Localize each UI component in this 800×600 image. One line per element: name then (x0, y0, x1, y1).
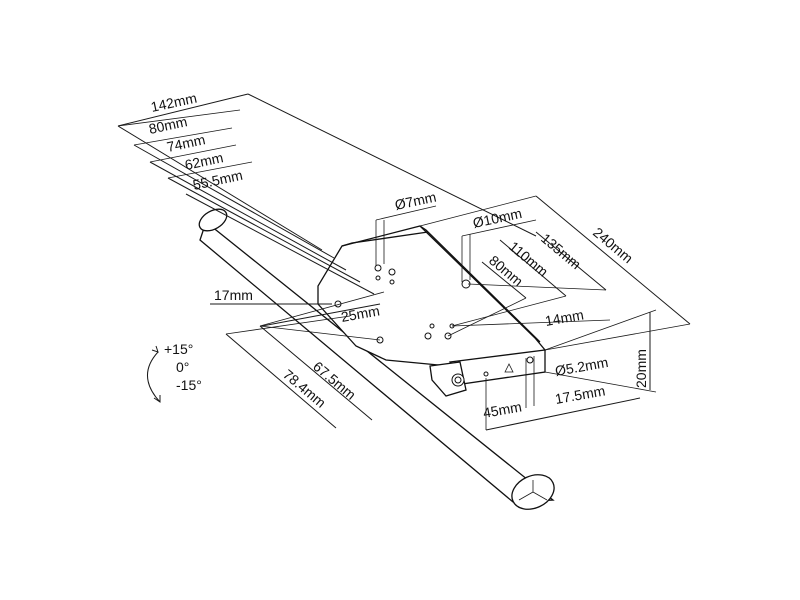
dim-142: 142mm (149, 90, 198, 115)
dim-20: 20mm (633, 349, 649, 388)
bracket-plate (317, 225, 547, 397)
dim-dia-7: Ø7mm (393, 189, 437, 213)
tilt-minus-label: -15° (176, 377, 202, 393)
mounting-pole (198, 208, 555, 510)
dim-14: 14mm (544, 306, 585, 329)
dim-17: 17mm (214, 287, 253, 303)
dim-74: 74mm (165, 131, 206, 155)
tilt-indicator: +15° 0° -15° (147, 341, 202, 403)
tilt-plus-label: +15° (164, 341, 193, 357)
dim-17-5: 17.5mm (554, 382, 607, 407)
tilt-zero-label: 0° (176, 359, 189, 375)
tilt-arc (147, 351, 161, 403)
dim-dia-5-2: Ø5.2mm (554, 354, 610, 379)
dim-62: 62mm (183, 149, 224, 173)
dim-45: 45mm (482, 398, 523, 421)
tilt-arrow-icon (151, 345, 161, 403)
dim-25: 25mm (340, 302, 381, 325)
dim-dia-10: Ø10mm (471, 205, 523, 231)
dim-55-5: 55.5mm (191, 167, 244, 193)
dimension-lines (117, 93, 691, 431)
dim-80: 80mm (147, 113, 188, 137)
